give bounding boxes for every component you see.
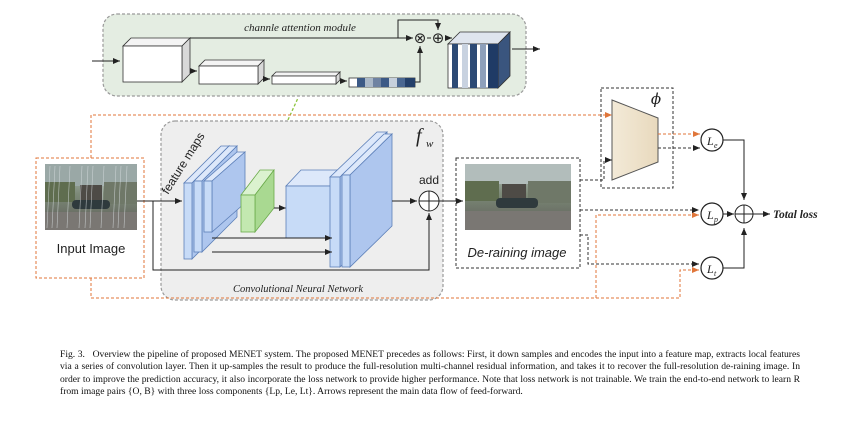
attention-module: channle attention module [92, 13, 540, 97]
add-icon [418, 190, 440, 212]
figure-caption: Fig. 3. Overview the pipeline of propose… [60, 349, 800, 399]
caption-fig-label: Fig. 3. [60, 349, 85, 360]
svg-text:L: L [706, 262, 714, 276]
output-image [465, 164, 571, 230]
channel-weight-vector [348, 77, 416, 88]
plus-icon: ⊕ [432, 29, 445, 47]
input-image-label: Input Image [57, 241, 126, 256]
phi-symbol: ϕ [651, 90, 661, 108]
svg-text:L: L [706, 208, 714, 222]
cnn-panel: Convolutional Neural Network f w feature… [145, 120, 444, 301]
attention-link [264, 97, 299, 171]
encoder-block [183, 145, 247, 260]
svg-text:t: t [714, 269, 717, 278]
network-symbol: f w [416, 125, 434, 150]
multiply-icon: ⊗ [414, 29, 427, 47]
decoder-block [285, 131, 393, 268]
loss-network: ϕ [600, 87, 674, 189]
total-loss-label: Total loss [773, 209, 818, 221]
attention-block-1 [122, 37, 191, 83]
add-label: add [419, 173, 439, 187]
pipeline-diagram: channle attention module [35, 13, 818, 301]
loss-p-node: L p [700, 202, 724, 226]
output-image-panel: De-raining image [455, 157, 581, 269]
svg-text:p: p [713, 215, 718, 224]
input-image [45, 164, 137, 230]
cnn-label: Convolutional Neural Network [233, 284, 363, 295]
svg-text:f: f [416, 125, 424, 147]
output-image-label: De-raining image [468, 245, 567, 260]
svg-text:w: w [426, 138, 434, 150]
loss-e-node: L e [700, 128, 724, 152]
caption-text: Overview the pipeline of proposed MENET … [60, 349, 800, 398]
total-sum-icon [734, 204, 754, 224]
svg-text:L: L [706, 134, 714, 148]
attention-module-label: channle attention module [244, 22, 356, 34]
loss-t-node: L t [700, 256, 724, 280]
attention-block-2 [198, 59, 265, 85]
svg-text:e: e [714, 141, 718, 150]
attention-output-stack [447, 31, 511, 89]
orange-flow-top [90, 112, 612, 158]
input-image-panel: Input Image [35, 157, 145, 279]
attention-block-3 [271, 71, 341, 85]
